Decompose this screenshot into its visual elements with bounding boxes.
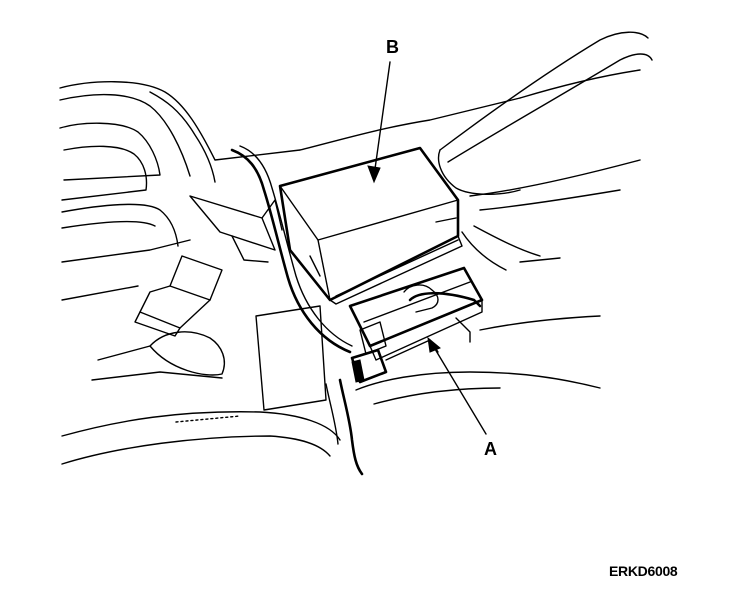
upper-right-trim <box>299 31 653 271</box>
figure-code: ERKD6008 <box>609 563 678 579</box>
callout-label-a: A <box>484 439 497 459</box>
arrowhead-a <box>427 336 441 353</box>
floor-tunnel <box>61 305 601 465</box>
wire-harness <box>230 145 364 476</box>
leader-lines <box>367 61 487 435</box>
connector-a <box>348 266 484 384</box>
callout-label-b: B <box>386 37 399 57</box>
leader-line-b <box>373 61 391 177</box>
control-module-b <box>278 146 463 305</box>
left-console-trim <box>59 81 301 301</box>
arrowhead-b <box>367 165 381 184</box>
leader-line-a <box>431 343 487 435</box>
left-connector <box>91 195 283 381</box>
